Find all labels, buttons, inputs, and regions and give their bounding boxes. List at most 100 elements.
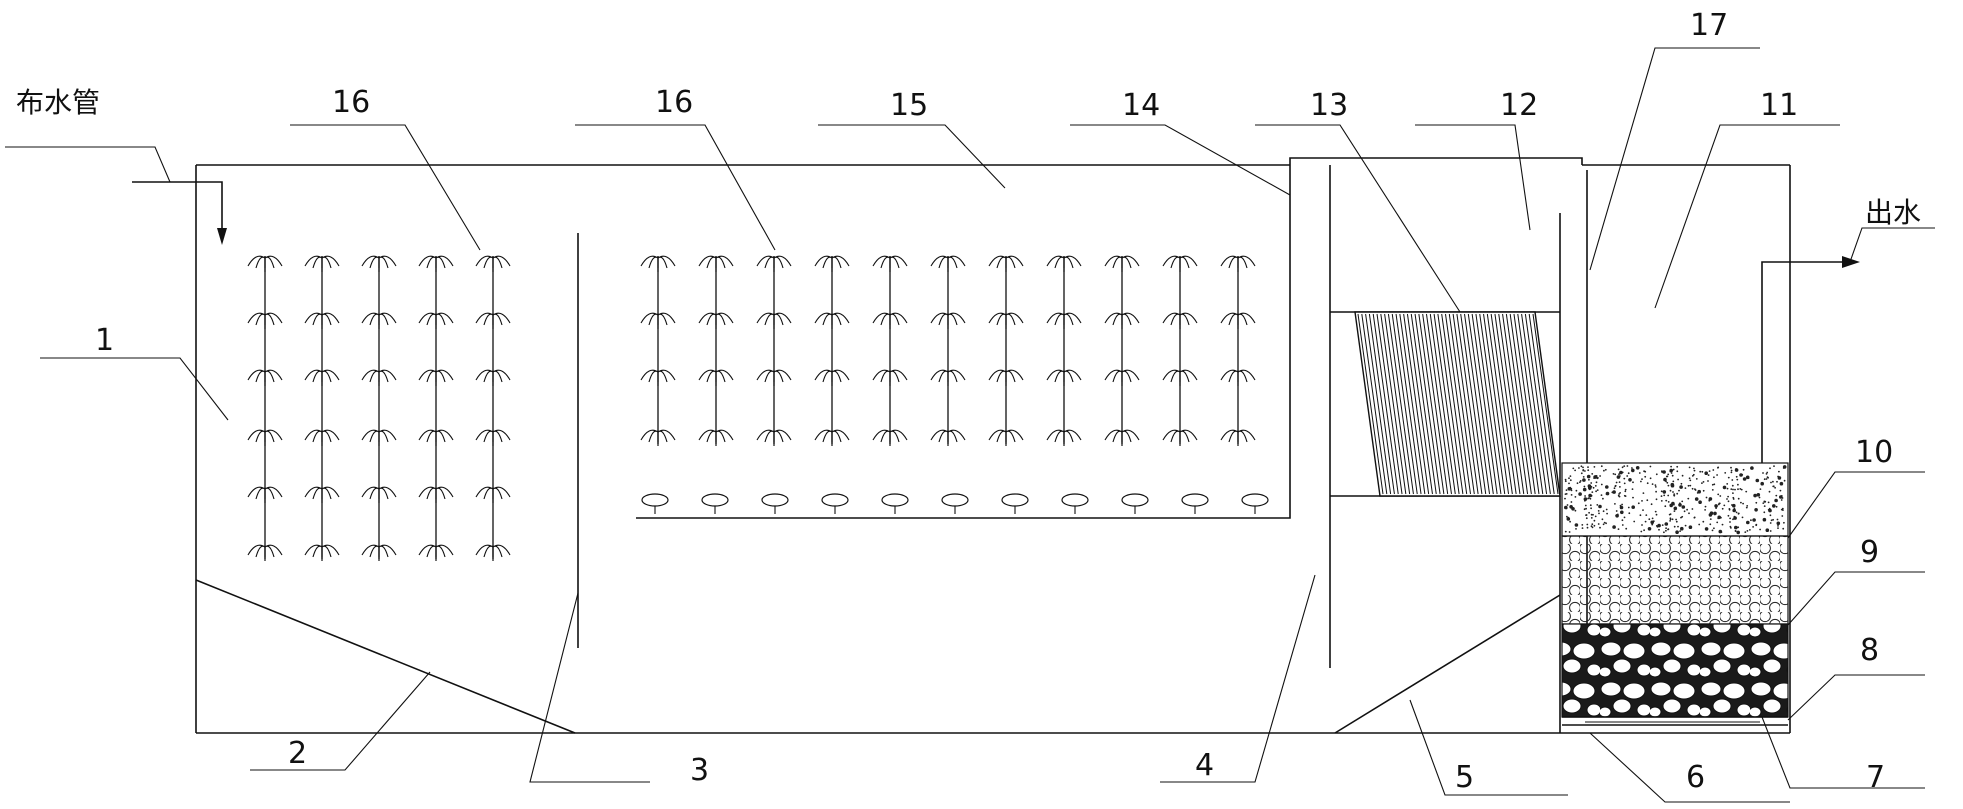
label-14: 14 — [1122, 88, 1160, 123]
plant-icon — [1046, 369, 1082, 387]
inclined-tube-settler — [1354, 311, 1561, 497]
plant-icon — [1046, 429, 1082, 447]
plant-icon — [1104, 429, 1140, 447]
plant-icon — [304, 544, 340, 562]
plant-icon — [640, 369, 676, 387]
plant-icon — [361, 369, 397, 387]
plant-icon — [640, 255, 676, 273]
plant-icon — [475, 255, 511, 273]
diffuser-icon — [1001, 493, 1029, 515]
plant-icon — [640, 429, 676, 447]
plant-icon — [1162, 255, 1198, 273]
plant-icon — [247, 255, 283, 273]
plant-icon — [247, 369, 283, 387]
label-4: 4 — [1195, 748, 1214, 783]
label-9: 9 — [1860, 535, 1879, 570]
label-16-right: 16 — [655, 85, 693, 120]
plant-icon — [361, 429, 397, 447]
plant-icon — [698, 255, 734, 273]
diffuser-icon — [701, 493, 729, 515]
plant-icon — [640, 312, 676, 330]
plant-icon — [1104, 255, 1140, 273]
diffuser-icon — [941, 493, 969, 515]
plant-icon — [304, 429, 340, 447]
label-5: 5 — [1455, 760, 1474, 795]
plant-icon — [247, 544, 283, 562]
plant-icon — [475, 429, 511, 447]
inlet-pipe-label: 布水管 — [16, 86, 100, 119]
label-7: 7 — [1866, 760, 1885, 795]
plant-icon — [698, 429, 734, 447]
leader-lines — [5, 47, 1935, 803]
diffuser-icon — [1241, 493, 1269, 515]
tank-outline — [195, 164, 1791, 734]
label-1: 1 — [95, 323, 114, 358]
plant-icon — [814, 255, 850, 273]
plant-icon — [418, 486, 454, 504]
plant-icon — [1162, 369, 1198, 387]
plant-icon — [1220, 369, 1256, 387]
plant-icon — [988, 312, 1024, 330]
label-11: 11 — [1760, 88, 1798, 123]
labels: 布水管 出水 1 2 3 4 5 6 7 8 9 10 11 12 13 14 … — [16, 8, 1921, 795]
label-2: 2 — [288, 736, 307, 771]
label-10: 10 — [1855, 435, 1893, 470]
plant-icon — [756, 255, 792, 273]
plant-icon — [756, 429, 792, 447]
outlet-pipe — [1761, 261, 1842, 463]
filter-column — [1561, 462, 1789, 726]
inlet-arrow-icon — [217, 228, 227, 245]
plant-icon — [988, 429, 1024, 447]
label-17: 17 — [1690, 8, 1728, 43]
plant-icon — [1220, 255, 1256, 273]
outlet-arrow-icon — [1842, 256, 1860, 268]
plant-icon — [418, 255, 454, 273]
label-8: 8 — [1860, 633, 1879, 668]
diffuser-icon — [641, 493, 669, 515]
filter-layer-middle — [1561, 535, 1789, 625]
diffuser-icon — [1061, 493, 1089, 515]
plant-icon — [361, 255, 397, 273]
label-3: 3 — [690, 753, 709, 788]
plant-icon — [475, 544, 511, 562]
plant-icon — [814, 369, 850, 387]
plant-grid-right — [640, 255, 1256, 447]
plant-icon — [247, 429, 283, 447]
plant-icon — [1220, 312, 1256, 330]
plant-icon — [1162, 312, 1198, 330]
plant-icon — [872, 369, 908, 387]
plant-icon — [872, 255, 908, 273]
plant-icon — [988, 369, 1024, 387]
plant-icon — [418, 429, 454, 447]
plant-icon — [698, 312, 734, 330]
plant-icon — [361, 544, 397, 562]
plant-icon — [814, 429, 850, 447]
plant-icon — [1104, 369, 1140, 387]
aeration-pipe — [636, 157, 1583, 519]
plant-icon — [930, 312, 966, 330]
plant-icon — [304, 255, 340, 273]
plant-icon — [1046, 255, 1082, 273]
plant-icon — [756, 369, 792, 387]
plant-icon — [304, 312, 340, 330]
plant-icon — [930, 255, 966, 273]
plant-icon — [698, 369, 734, 387]
plant-icon — [1046, 312, 1082, 330]
label-15: 15 — [890, 88, 928, 123]
plant-icon — [988, 255, 1024, 273]
plant-icon — [247, 312, 283, 330]
plant-icon — [304, 486, 340, 504]
plant-icon — [930, 369, 966, 387]
plant-icon — [475, 486, 511, 504]
sloped-bottom-left — [195, 579, 576, 734]
plant-icon — [930, 429, 966, 447]
plant-icon — [247, 486, 283, 504]
plant-icon — [1220, 429, 1256, 447]
filter-layer-bottom — [1561, 623, 1789, 718]
aeration-diffusers — [641, 493, 1269, 515]
filter-layer-top — [1561, 462, 1789, 537]
plant-icon — [756, 312, 792, 330]
diffuser-icon — [1121, 493, 1149, 515]
plant-icon — [418, 544, 454, 562]
